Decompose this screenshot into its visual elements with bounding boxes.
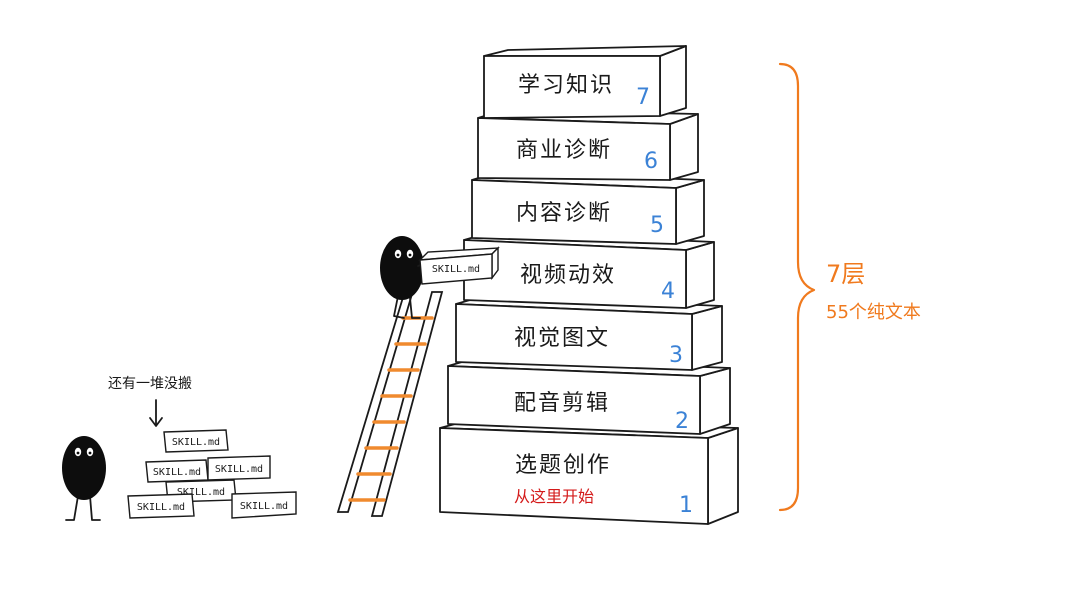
layer-2-front bbox=[447, 365, 701, 435]
tower-layer-7: 学习知识 7 bbox=[483, 45, 687, 119]
layer-7-front bbox=[483, 55, 661, 119]
waiter-leg bbox=[89, 495, 101, 521]
tower-layer-5: 内容诊断 5 bbox=[471, 171, 705, 245]
svg-text:SKILL.md: SKILL.md bbox=[215, 464, 263, 475]
waiter-pupil bbox=[88, 451, 92, 455]
layer-7-label: 学习知识 bbox=[518, 73, 614, 98]
climber-pupil bbox=[408, 253, 412, 257]
layer-5-side bbox=[675, 179, 705, 245]
climbing-character: SKILL.md bbox=[380, 236, 500, 319]
layer-3-label: 视觉图文 bbox=[514, 326, 610, 351]
layer-6-front bbox=[477, 117, 671, 181]
summary-title: 7层 bbox=[826, 260, 865, 288]
svg-text:SKILL.md: SKILL.md bbox=[240, 501, 288, 512]
summary-brace: 7层 55个纯文本 bbox=[778, 62, 921, 512]
carried-file-front bbox=[419, 253, 493, 285]
layer-4-side bbox=[685, 241, 715, 309]
svg-text:SKILL.md: SKILL.md bbox=[137, 502, 185, 513]
ladder bbox=[336, 291, 444, 517]
layer-4-label: 视频动效 bbox=[520, 263, 616, 288]
pile-file: SKILL.md bbox=[207, 455, 271, 481]
layer-1-number: 1 bbox=[679, 493, 693, 518]
layer-3-number: 3 bbox=[669, 343, 683, 368]
layer-3-front bbox=[455, 303, 693, 371]
layer-4-number: 4 bbox=[661, 279, 675, 304]
summary-subtitle: 55个纯文本 bbox=[826, 302, 921, 323]
layer-6-label: 商业诊断 bbox=[516, 138, 612, 163]
waiter-pupil bbox=[76, 451, 80, 455]
pile-file: SKILL.md bbox=[231, 491, 297, 519]
layer-7-side bbox=[659, 45, 687, 117]
pile-hint: 还有一堆没搬 bbox=[108, 376, 192, 392]
tower-layer-1: 选题创作 从这里开始 1 bbox=[439, 419, 739, 525]
tower-layer-2: 配音剪辑 2 bbox=[447, 357, 731, 435]
tower: 选题创作 从这里开始 1 配音剪辑 2 视觉图文 3 视频动效 4 bbox=[439, 45, 739, 525]
layer-2-label: 配音剪辑 bbox=[514, 391, 610, 416]
climber-pupil bbox=[396, 253, 400, 257]
layer-5-label: 内容诊断 bbox=[516, 201, 612, 226]
start-here-note: 从这里开始 bbox=[514, 487, 594, 506]
pile-file: SKILL.md bbox=[127, 493, 195, 519]
layer-6-number: 6 bbox=[644, 149, 658, 174]
climber-leg bbox=[409, 297, 421, 319]
layer-1-side bbox=[707, 427, 739, 525]
layer-2-number: 2 bbox=[675, 409, 689, 434]
climber-leg bbox=[393, 295, 405, 319]
layer-1-front bbox=[439, 427, 709, 525]
layer-3-side bbox=[691, 305, 723, 371]
curly-brace-icon bbox=[778, 62, 816, 512]
layer-5-number: 5 bbox=[650, 213, 664, 238]
carried-skill-file: SKILL.md bbox=[418, 246, 500, 285]
svg-text:SKILL.md: SKILL.md bbox=[177, 487, 225, 498]
climber-body bbox=[380, 236, 424, 300]
down-arrow-head bbox=[149, 417, 163, 427]
ladder-right-rail bbox=[370, 291, 444, 517]
layer-1-label: 选题创作 bbox=[515, 453, 611, 478]
waiting-character bbox=[62, 436, 106, 521]
waiter-leg bbox=[65, 495, 79, 521]
pile-file: SKILL.md bbox=[163, 429, 229, 453]
layer-7-number: 7 bbox=[636, 85, 650, 110]
layer-6-side bbox=[669, 113, 699, 181]
skill-file-pile: 还有一堆没搬 SKILL.md SKILL.md SKILL.md SKILL.… bbox=[108, 376, 297, 519]
pile-file: SKILL.md bbox=[145, 459, 209, 483]
layer-2-side bbox=[699, 367, 731, 435]
tower-layer-6: 商业诊断 6 bbox=[477, 109, 699, 181]
svg-text:SKILL.md: SKILL.md bbox=[172, 437, 220, 448]
svg-text:SKILL.md: SKILL.md bbox=[153, 467, 201, 478]
layer-5-front bbox=[471, 179, 677, 245]
ladder-left-rail bbox=[336, 293, 414, 513]
waiter-body bbox=[62, 436, 106, 500]
tower-layer-4: 视频动效 4 bbox=[463, 231, 715, 309]
carried-file-label: SKILL.md bbox=[432, 264, 480, 275]
layer-7-top bbox=[483, 45, 687, 57]
